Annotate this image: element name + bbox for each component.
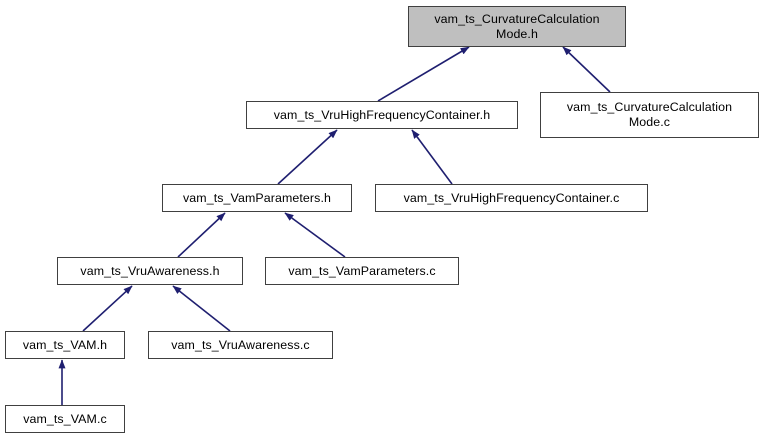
graph-node-label: vam_ts_VruAwareness.h (80, 263, 220, 278)
graph-node-vamparams_h[interactable]: vam_ts_VamParameters.h (162, 184, 352, 212)
graph-node-curvature_c[interactable]: vam_ts_CurvatureCalculation Mode.c (540, 92, 759, 138)
graph-node-label: vam_ts_VruHighFrequencyContainer.c (403, 190, 620, 205)
graph-edge-vruawareness_c-to-vruawareness_h (172, 285, 231, 332)
graph-edge-vruhfc_h-to-curvature_h (377, 46, 470, 102)
graph-edge-vamparams_c-to-vamparams_h (284, 212, 346, 258)
graph-node-vam_c[interactable]: vam_ts_VAM.c (5, 405, 125, 433)
graph-node-label: vam_ts_CurvatureCalculation Mode.h (434, 11, 600, 41)
graph-edge-vruhfc_c-to-vruhfc_h (411, 129, 453, 185)
graph-node-label: vam_ts_VruAwareness.c (171, 337, 310, 352)
graph-node-vruawareness_c[interactable]: vam_ts_VruAwareness.c (148, 331, 333, 359)
graph-node-vamparams_c[interactable]: vam_ts_VamParameters.c (265, 257, 459, 285)
graph-node-label: vam_ts_VruHighFrequencyContainer.h (273, 107, 491, 122)
graph-node-label: vam_ts_VamParameters.c (288, 263, 436, 278)
graph-edge-vamparams_h-to-vruhfc_h (277, 129, 338, 185)
graph-node-label: vam_ts_CurvatureCalculation Mode.c (566, 100, 733, 129)
graph-edge-vruawareness_h-to-vamparams_h (177, 212, 226, 258)
graph-edge-vam_h-to-vruawareness_h (82, 285, 133, 332)
graph-node-label: vam_ts_VAM.h (22, 337, 108, 352)
graph-node-vruhfc_h[interactable]: vam_ts_VruHighFrequencyContainer.h (246, 101, 518, 129)
graph-node-label: vam_ts_VAM.c (23, 411, 107, 426)
graph-node-vruhfc_c[interactable]: vam_ts_VruHighFrequencyContainer.c (375, 184, 648, 212)
graph-node-label: vam_ts_VamParameters.h (183, 190, 331, 205)
graph-node-curvature_h[interactable]: vam_ts_CurvatureCalculation Mode.h (408, 6, 626, 47)
graph-node-vruawareness_h[interactable]: vam_ts_VruAwareness.h (57, 257, 243, 285)
graph-edge-curvature_c-to-curvature_h (562, 46, 611, 93)
graph-node-vam_h[interactable]: vam_ts_VAM.h (5, 331, 125, 359)
